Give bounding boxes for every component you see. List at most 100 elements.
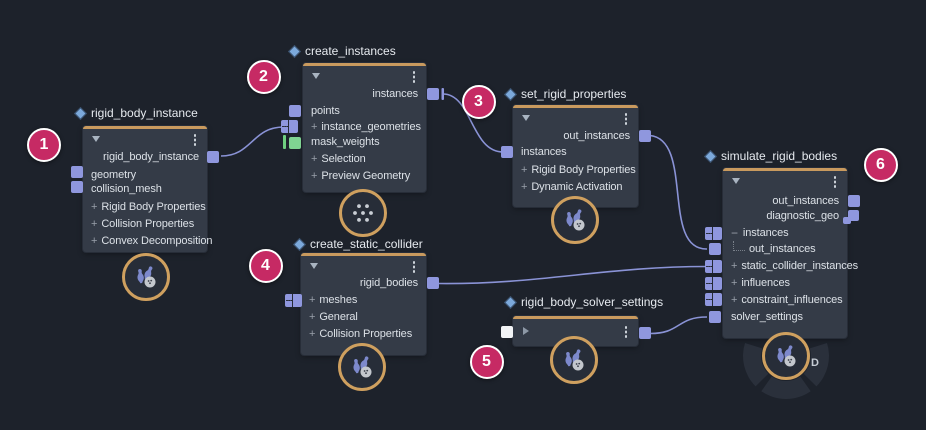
input-label[interactable]: instances [742,227,789,239]
expand-plus-icon[interactable]: + [731,294,738,306]
port-out-out-instances[interactable] [848,195,860,207]
expand-plus-icon[interactable]: + [521,164,528,176]
expand-plus-icon[interactable]: + [311,170,318,182]
bowling-pins-icon[interactable] [550,336,598,384]
collapse-minus-icon[interactable]: − [731,226,738,240]
expand-plus-icon[interactable]: + [731,260,738,272]
input-label[interactable]: static_collider_instances [741,260,859,272]
kebab-menu-icon[interactable] [412,261,415,264]
expand-label[interactable]: Preview Geometry [321,170,411,182]
radial-segment-right [803,343,830,387]
kebab-menu-icon[interactable] [833,176,836,179]
port-in-collision-mesh[interactable] [71,181,83,193]
port-in-mask-weights[interactable] [289,137,301,149]
display-flag-label: D [811,357,819,369]
node-type-diamond-icon [288,44,301,58]
input-label[interactable]: constraint_influences [741,294,843,306]
collapse-arrow-icon[interactable] [522,115,530,121]
expand-plus-icon[interactable]: + [311,153,318,165]
collapse-arrow-icon[interactable] [732,178,740,184]
collapse-arrow-icon[interactable] [92,136,100,142]
step-badge-6: 6 [863,147,898,182]
expand-label[interactable]: Dynamic Activation [531,181,623,193]
expand-label[interactable]: General [319,311,358,323]
collapse-arrow-icon[interactable] [310,263,318,269]
node-rigid-body-instance[interactable]: rigid_body_instance geometry collision_m… [83,126,213,252]
multiport-in-meshes[interactable] [285,294,302,307]
collapse-arrow-icon[interactable] [523,327,529,335]
kebab-menu-icon[interactable] [412,71,415,74]
node-simulate-rigid-bodies[interactable]: out_instances diagnostic_geo −instances … [723,168,858,338]
output-label: out_instances [563,130,630,142]
multiport-in-constraint-influences[interactable] [705,293,722,306]
radial-flag-menu[interactable] [742,343,830,400]
step-badge-5: 5 [469,344,504,379]
output-label: out_instances [772,195,839,207]
multiport-in-influences[interactable] [705,277,722,290]
radial-segment-bottom [761,376,811,400]
port-in-instances[interactable] [501,146,513,158]
expand-label[interactable]: Selection [321,153,366,165]
port-in-geometry[interactable] [71,166,83,178]
input-label: mask_weights [311,136,380,148]
wire-rigid-body-instance-to-create-instances[interactable] [220,126,285,157]
expand-label[interactable]: Collision Properties [319,328,413,340]
multiport-in-instances[interactable] [705,227,722,240]
expand-plus-icon[interactable]: + [91,235,98,247]
node-type-diamond-icon [504,295,517,309]
input-label: collision_mesh [91,183,162,195]
collapse-arrow-icon[interactable] [312,73,320,79]
radial-segment-left [742,343,769,387]
kebab-menu-icon[interactable] [624,113,627,116]
node-type-diamond-icon [293,237,306,251]
port-out-instances[interactable] [427,88,439,100]
node-title-create-static-collider: create_static_collider [293,237,423,251]
expand-plus-icon[interactable]: + [311,121,318,133]
wire-create-instances-to-set-rigid-properties[interactable] [442,93,504,153]
port-in-points[interactable] [289,105,301,117]
port-out-out-instances[interactable] [639,130,651,142]
port-out-rigid-body-instance[interactable] [207,151,219,163]
input-label[interactable]: meshes [319,294,358,306]
node-create-static-collider[interactable]: rigid_bodies +meshes +General +Collision… [301,253,426,355]
node-set-rigid-properties[interactable]: out_instances instances +Rigid Body Prop… [513,105,638,207]
wire-set-rigid-properties-to-simulate[interactable] [649,134,708,250]
expand-plus-icon[interactable]: + [731,277,738,289]
input-label: points [311,105,340,117]
port-in-solver-settings[interactable] [709,311,721,323]
expand-plus-icon[interactable]: + [91,201,98,213]
expand-label[interactable]: Rigid Body Properties [531,164,636,176]
wire-solver-settings-to-simulate[interactable] [648,316,708,335]
node-create-instances[interactable]: instances points +instance_geometries ma… [303,63,426,192]
port-in-sub-out-instances[interactable] [709,243,721,255]
port-out-solver-settings[interactable] [639,327,651,339]
kebab-menu-icon[interactable] [193,134,196,137]
expand-label[interactable]: Convex Decomposition [101,235,213,247]
expand-plus-icon[interactable]: + [91,218,98,230]
step-badge-3: 3 [461,84,496,119]
kebab-menu-icon[interactable] [624,326,627,329]
port-out-diagnostic-geo[interactable] [843,210,859,224]
expand-label[interactable]: Rigid Body Properties [101,201,206,213]
expand-plus-icon[interactable]: + [309,328,316,340]
bowling-pins-icon[interactable] [762,332,810,380]
expand-label[interactable]: Collision Properties [101,218,195,230]
input-label[interactable]: influences [741,277,790,289]
port-out-rigid-bodies[interactable] [427,277,439,289]
expand-plus-icon[interactable]: + [309,294,316,306]
wire-create-static-collider-to-simulate[interactable] [438,265,708,285]
bowling-pins-icon[interactable] [122,253,170,301]
node-type-diamond-icon [74,106,87,120]
subport-tree-line [733,241,745,251]
scatter-points-icon[interactable] [339,189,387,237]
input-label[interactable]: instance_geometries [321,121,421,133]
expand-plus-icon[interactable]: + [309,311,316,323]
input-label: instances [521,146,567,158]
expand-plus-icon[interactable]: + [521,181,528,193]
multiport-in-static-collider-instances[interactable] [705,260,722,273]
multiport-in-instance-geometries[interactable] [281,120,298,133]
port-in-solver-default[interactable] [501,326,513,338]
bowling-pins-icon[interactable] [551,196,599,244]
bowling-pins-icon[interactable] [338,343,386,391]
